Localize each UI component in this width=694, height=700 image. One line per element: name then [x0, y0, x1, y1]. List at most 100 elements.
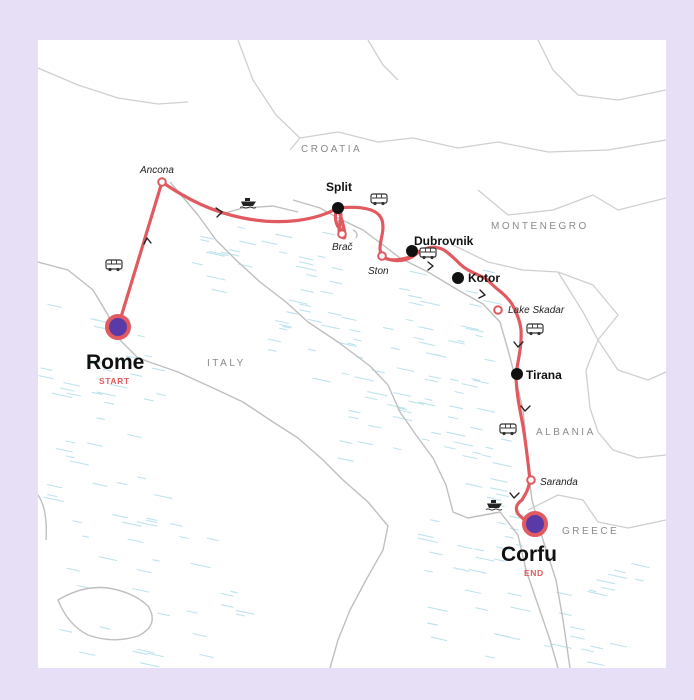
sea-hatch-line — [153, 494, 173, 500]
sea-hatch-line — [152, 367, 166, 372]
stop-label-tirana: Tirana — [526, 368, 562, 382]
sea-hatch-line — [278, 323, 293, 328]
sea-hatch-line — [484, 358, 495, 362]
sea-hatch-line — [486, 496, 495, 500]
stop-marker-lake-skadar[interactable] — [493, 305, 503, 315]
sea-hatch-line — [206, 275, 226, 281]
sea-hatch-line — [127, 538, 144, 543]
sea-hatch-line — [461, 383, 478, 388]
sea-hatch-line — [496, 546, 513, 551]
sea-hatch-line — [312, 377, 332, 383]
sea-hatch-line — [590, 645, 604, 650]
sea-hatch-line — [408, 294, 422, 299]
sea-hatch-line — [191, 262, 203, 266]
sea-hatch-line — [489, 478, 508, 483]
sea-hatch-line — [267, 349, 277, 352]
sea-hatch-line — [109, 383, 128, 389]
sea-hatch-line — [337, 457, 354, 462]
sea-hatching — [38, 226, 650, 668]
sea-hatch-line — [299, 303, 312, 308]
stop-marker-kotor[interactable] — [452, 272, 464, 284]
sea-hatch-line — [112, 514, 128, 519]
sea-hatch-line — [137, 648, 155, 654]
stop-marker-ston[interactable] — [377, 251, 387, 261]
sea-hatch-line — [408, 400, 425, 405]
sea-hatch-line — [305, 273, 317, 278]
sea-hatch-line — [421, 438, 430, 442]
sea-hatch-line — [336, 341, 357, 348]
sea-hatch-line — [298, 256, 314, 261]
stop-marker-saranda[interactable] — [526, 475, 536, 485]
sea-hatch-line — [66, 567, 81, 572]
sea-hatch-line — [341, 316, 357, 321]
route-map: CROATIA MONTENEGRO ITALY ALBANIA GREECE — [38, 40, 666, 668]
sea-hatch-line — [509, 527, 520, 531]
sea-hatch-line — [132, 588, 150, 593]
sea-hatch-line — [220, 604, 234, 608]
sea-hatch-line — [470, 426, 483, 431]
sea-hatch-line — [609, 642, 628, 648]
sea-hatch-line — [570, 635, 585, 640]
sea-hatch-line — [417, 533, 434, 538]
stop-marker-tirana[interactable] — [511, 368, 523, 380]
sea-hatch-line — [475, 556, 495, 562]
sea-hatch-line — [200, 235, 215, 240]
sea-hatch-line — [496, 493, 510, 498]
sea-hatch-line — [289, 299, 309, 305]
bus-icon — [370, 193, 388, 206]
sea-hatch-line — [279, 327, 288, 331]
end-marker[interactable] — [522, 511, 548, 537]
stop-marker-dubrovnik[interactable] — [406, 245, 418, 257]
sea-hatch-line — [278, 251, 288, 255]
sea-hatch-line — [424, 378, 439, 383]
stop-marker-ancona[interactable] — [157, 177, 167, 187]
sea-hatch-line — [492, 462, 512, 468]
sea-hatch-line — [405, 318, 414, 322]
sea-hatch-line — [492, 498, 502, 502]
sea-hatch-line — [143, 398, 154, 402]
stop-label-split: Split — [326, 180, 352, 194]
sea-hatch-line — [300, 289, 314, 293]
sea-hatch-line — [493, 633, 511, 638]
start-marker[interactable] — [105, 314, 131, 340]
sea-hatch-line — [468, 568, 487, 574]
sea-hatch-line — [55, 447, 73, 453]
sea-hatch-line — [490, 487, 508, 492]
bus-icon — [419, 247, 437, 260]
sea-hatch-line — [473, 379, 489, 384]
route-line — [118, 182, 393, 327]
sea-hatch-line — [464, 589, 482, 594]
ferry-icon — [485, 499, 503, 511]
sea-hatch-line — [239, 240, 257, 246]
major-stops — [332, 202, 523, 380]
stop-marker-split[interactable] — [332, 202, 344, 214]
sea-hatch-line — [460, 325, 480, 331]
sea-hatch-line — [428, 375, 441, 380]
sea-hatch-line — [430, 636, 448, 642]
sea-hatch-line — [169, 523, 183, 527]
sea-hatch-line — [448, 340, 465, 345]
sea-hatch-line — [317, 255, 326, 259]
sea-hatch-line — [47, 493, 58, 498]
sea-hatch-line — [220, 251, 229, 255]
sea-hatch-line — [66, 392, 81, 397]
sea-hatch-line — [267, 338, 281, 343]
sea-hatch-line — [155, 393, 167, 397]
bus-icon — [499, 423, 517, 436]
sea-hatch-line — [465, 327, 484, 333]
sea-hatch-line — [392, 415, 413, 422]
bus-icon — [105, 259, 123, 272]
end-tag: END — [524, 568, 544, 578]
sea-hatch-line — [474, 548, 484, 552]
sea-hatch-line — [409, 270, 428, 276]
stop-marker-brac[interactable] — [337, 229, 347, 239]
sea-hatch-line — [482, 454, 492, 458]
sea-hatch-line — [453, 441, 474, 447]
sea-hatch-line — [145, 354, 153, 358]
sea-hatch-line — [396, 367, 415, 373]
sea-hatch-line — [608, 573, 628, 579]
sea-hatch-line — [82, 535, 90, 538]
sea-hatch-line — [329, 280, 343, 285]
sea-hatch-line — [38, 375, 54, 380]
